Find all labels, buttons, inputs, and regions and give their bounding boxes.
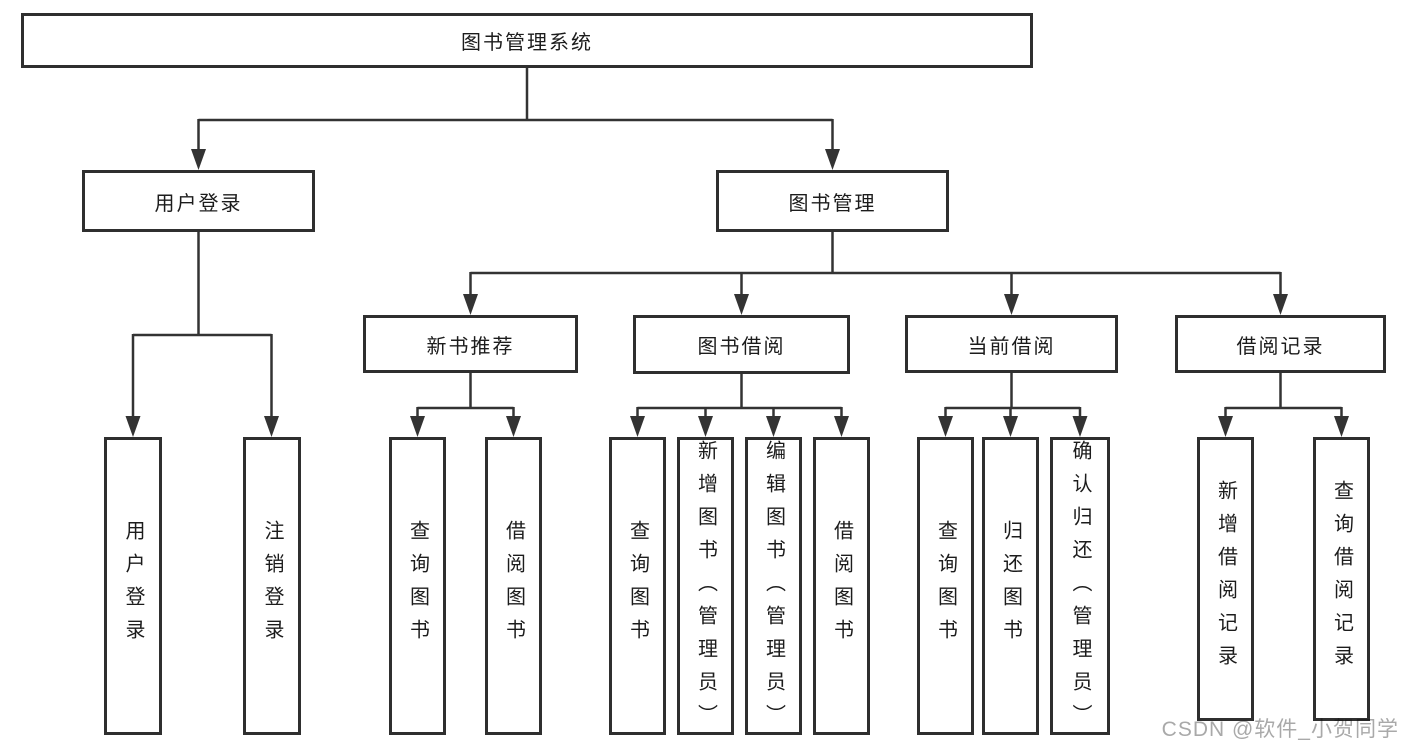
- node-library-management-system: 图书管理系统: [21, 13, 1033, 68]
- arrow-down-icon: [506, 416, 521, 437]
- arrow-down-icon: [1334, 416, 1349, 437]
- leaf-query-borrow-record: 查询借阅记录: [1313, 437, 1370, 721]
- arrow-down-icon: [834, 416, 849, 437]
- arrow-down-icon: [1003, 416, 1018, 437]
- node-borrowing-records: 借阅记录: [1175, 315, 1386, 373]
- arrow-down-icon: [1218, 416, 1233, 437]
- leaf-borrow-books-recommend: 借阅图书: [485, 437, 542, 735]
- node-user-login: 用户登录: [82, 170, 315, 232]
- leaf-query-books-recommend: 查询图书: [389, 437, 446, 735]
- arrow-down-icon: [734, 294, 749, 315]
- arrow-down-icon: [125, 416, 141, 437]
- leaf-query-books-borrow: 查询图书: [609, 437, 666, 735]
- leaf-return-books: 归还图书: [982, 437, 1039, 735]
- node-new-book-recommend: 新书推荐: [363, 315, 578, 373]
- arrow-down-icon: [630, 416, 645, 437]
- leaf-query-books-current: 查询图书: [917, 437, 974, 735]
- node-current-borrowing: 当前借阅: [905, 315, 1118, 373]
- leaf-borrow-books: 借阅图书: [813, 437, 870, 735]
- leaf-edit-books-admin: 编辑图书（管理员）: [745, 437, 802, 737]
- arrow-down-icon: [1273, 294, 1288, 315]
- arrow-down-icon: [698, 416, 713, 437]
- arrow-down-icon: [264, 416, 279, 437]
- leaf-user-login: 用户登录: [104, 437, 162, 735]
- leaf-confirm-return-admin: 确认归还（管理员）: [1050, 437, 1110, 737]
- arrow-down-icon: [938, 416, 953, 437]
- leaf-logout: 注销登录: [243, 437, 301, 735]
- node-book-management: 图书管理: [716, 170, 949, 232]
- csdn-watermark: CSDN @软件_小贺同学: [1161, 718, 1399, 741]
- arrow-down-icon: [1072, 416, 1088, 437]
- arrow-down-icon: [410, 416, 425, 437]
- arrow-down-icon: [1004, 294, 1019, 315]
- leaf-add-borrow-record: 新增借阅记录: [1197, 437, 1254, 721]
- leaf-add-books-admin: 新增图书（管理员）: [677, 437, 734, 737]
- node-book-borrowing: 图书借阅: [633, 315, 850, 374]
- arrow-down-icon: [191, 149, 206, 170]
- arrow-down-icon: [825, 149, 840, 170]
- arrow-down-icon: [463, 294, 478, 315]
- arrow-down-icon: [766, 416, 781, 437]
